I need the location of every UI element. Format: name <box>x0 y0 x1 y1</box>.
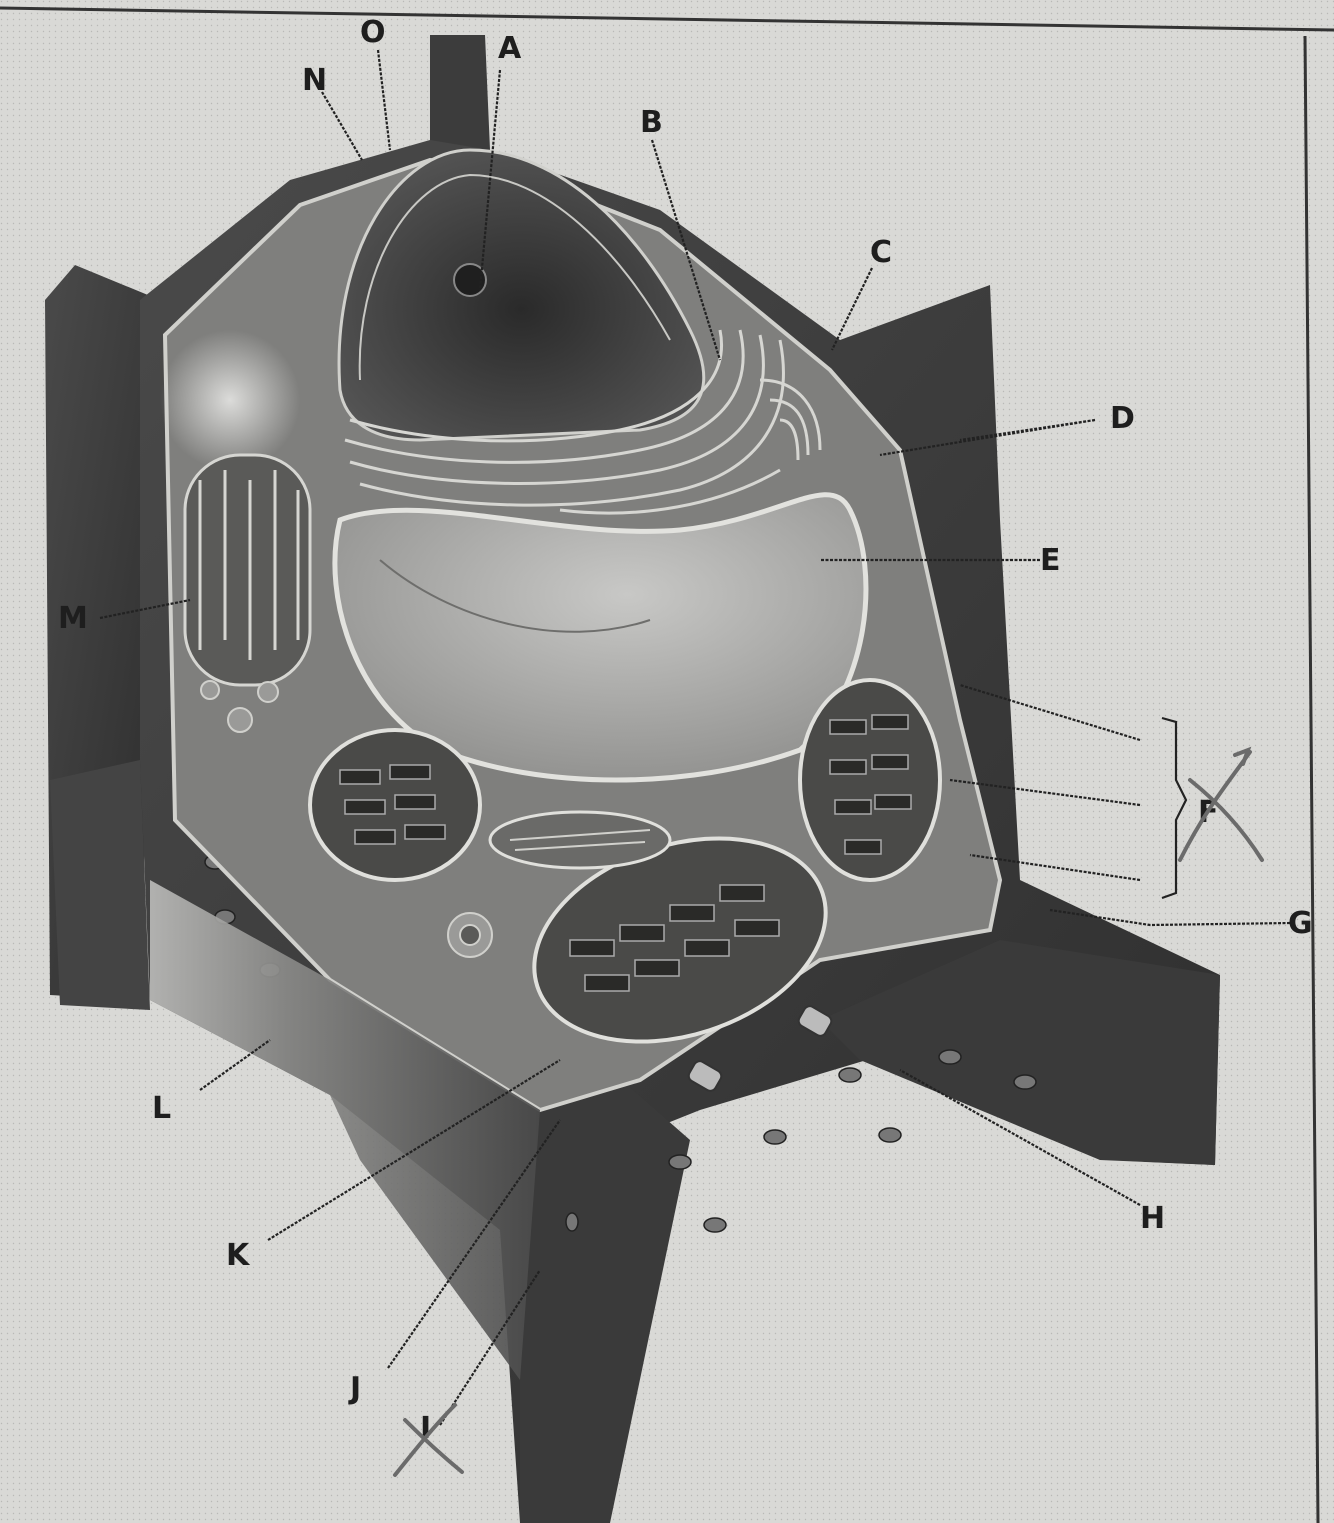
golgi-body-center <box>490 812 670 868</box>
label-h: H <box>1140 1201 1165 1236</box>
label-b: B <box>640 105 663 140</box>
label-a: A <box>498 31 522 66</box>
label-c: C <box>870 235 892 270</box>
label-n: N <box>302 63 327 98</box>
label-l: L <box>152 1091 171 1126</box>
label-m: M <box>58 601 88 636</box>
mitochondrion <box>185 455 310 685</box>
label-k: K <box>226 1238 251 1273</box>
label-d: D <box>1110 401 1135 436</box>
light-highlight <box>160 330 300 470</box>
label-g: G <box>1288 906 1313 941</box>
chloroplast-right <box>800 680 940 880</box>
label-o: O <box>360 15 386 50</box>
chloroplast-left <box>310 730 480 880</box>
label-j: J <box>348 1371 361 1406</box>
label-e: E <box>1040 543 1061 578</box>
